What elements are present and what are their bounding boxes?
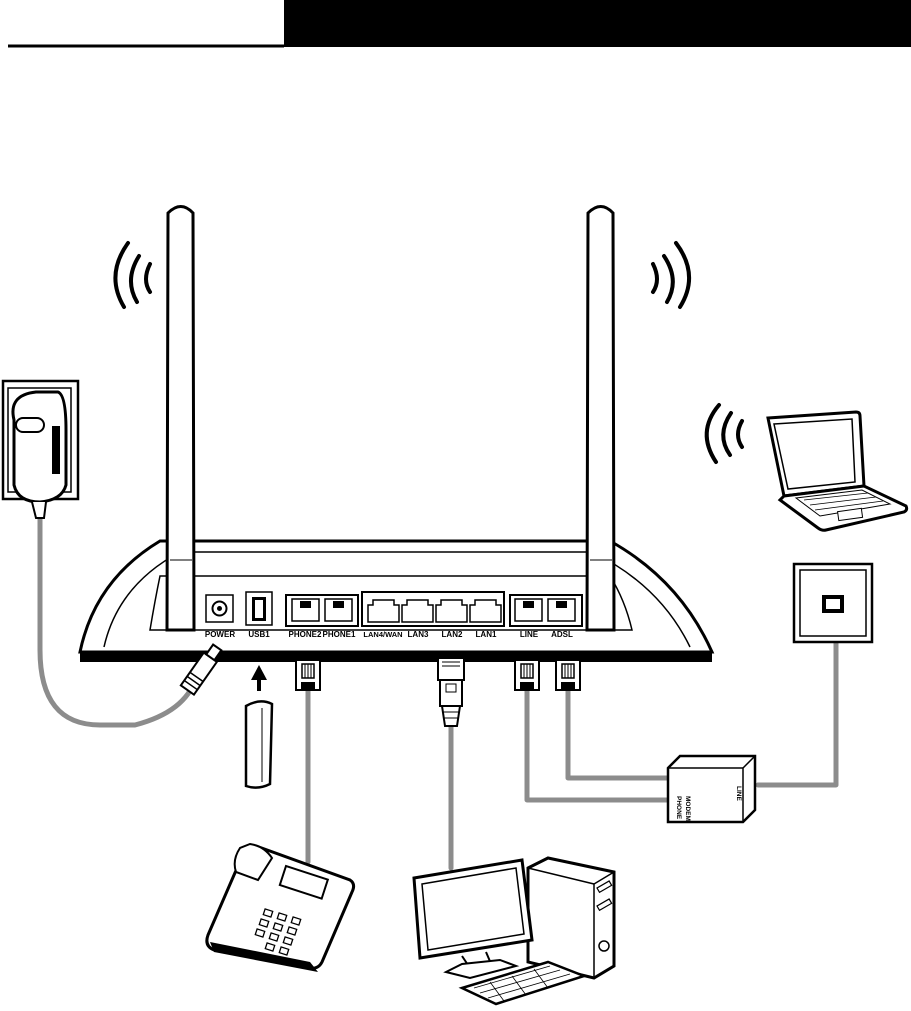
usb-port	[246, 592, 272, 625]
port-label-lan1: LAN1	[476, 630, 497, 639]
wireless-signal-icon	[707, 405, 742, 462]
phone-ports	[286, 595, 358, 626]
desktop-computer-icon	[414, 858, 614, 1004]
port-label-line: LINE	[520, 630, 539, 639]
line-cable	[527, 690, 672, 800]
port-label-phone1: PHONE1	[323, 630, 356, 639]
wireless-signal-icon	[115, 243, 150, 307]
lan-ports	[362, 592, 504, 626]
wall-line-cable	[758, 620, 836, 785]
wireless-signal-icon	[653, 243, 689, 307]
splitter-label-line: LINE	[735, 786, 742, 801]
power-adapter-icon	[3, 381, 78, 518]
port-label-adsl: ADSL	[551, 630, 573, 639]
port-label-lan4wan: LAN4/WAN	[363, 630, 402, 639]
splitter-label-modem: MODEM	[684, 796, 691, 821]
port-label-lan3: LAN3	[408, 630, 429, 639]
antenna-icon	[587, 207, 614, 631]
line-plug-icon	[515, 660, 539, 690]
power-port	[206, 595, 233, 622]
header-bar	[8, 0, 911, 47]
phone-plug-icon	[296, 660, 320, 690]
port-label-lan2: LAN2	[442, 630, 463, 639]
port-label-phone2: PHONE2	[289, 630, 322, 639]
splitter-label-phone: PHONE	[675, 796, 682, 820]
laptop-icon	[768, 412, 907, 530]
port-label-usb1: USB1	[248, 630, 270, 639]
ethernet-plug-icon	[438, 658, 464, 726]
adsl-cable	[568, 690, 672, 778]
splitter-icon: MODEM PHONE LINE	[668, 756, 755, 822]
arrow-up-icon	[251, 665, 267, 691]
wall-phone-jack-icon	[794, 564, 872, 642]
adsl-plug-icon	[556, 660, 580, 690]
antenna-icon	[167, 207, 194, 631]
usb-modem-icon	[246, 701, 272, 787]
telephone-icon	[207, 844, 354, 972]
dsl-ports	[510, 595, 582, 626]
port-label-power: POWER	[205, 630, 235, 639]
